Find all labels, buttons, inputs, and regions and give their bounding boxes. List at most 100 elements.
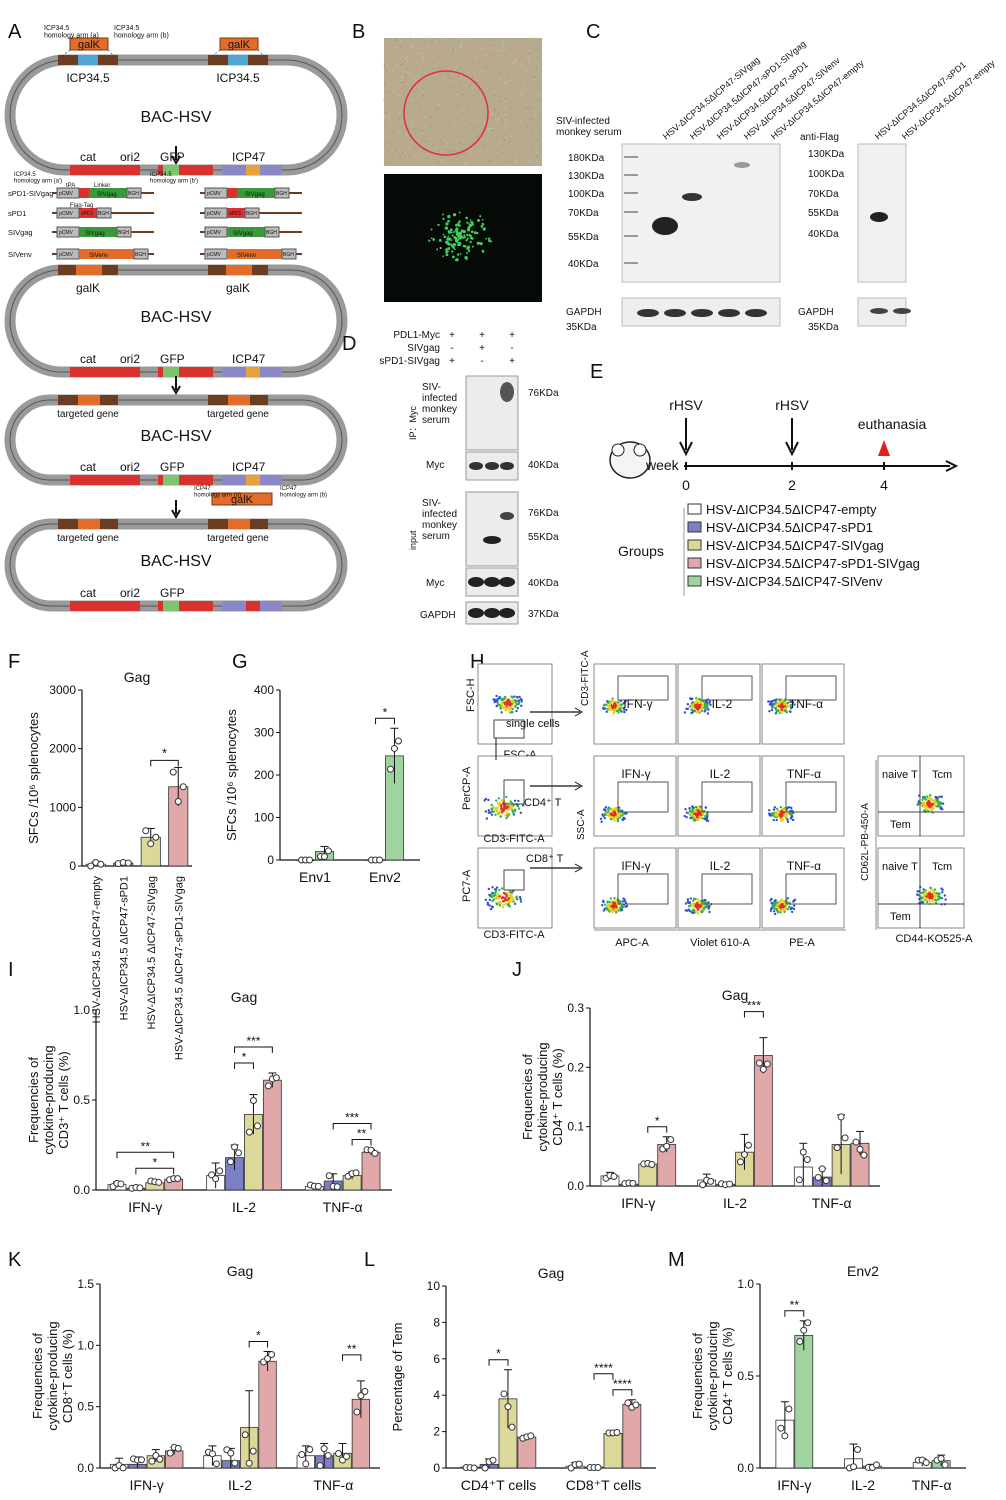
- panel-label: L: [364, 1249, 375, 1271]
- texture-dot: [503, 88, 506, 91]
- label-line: 0.5: [73, 1093, 90, 1107]
- category-label: IFN-γ: [130, 1477, 164, 1493]
- cytokine-label: TNF-α: [789, 697, 823, 711]
- event-dot: [775, 814, 778, 818]
- condition-value: +: [449, 356, 455, 367]
- data-point: [179, 783, 187, 791]
- texture-dot: [407, 147, 410, 150]
- event-dot: [604, 809, 607, 813]
- cytokine-gate: [785, 675, 837, 701]
- texture-dot: [402, 152, 404, 154]
- label-line: BGH: [266, 230, 277, 236]
- texture-dot: [525, 50, 528, 53]
- texture-dot: [432, 143, 435, 145]
- cat-gene: [70, 165, 140, 175]
- ytick-label: 0: [267, 853, 274, 867]
- texture-dot: [419, 109, 421, 112]
- significance-bracket: [150, 759, 179, 767]
- data-point: [594, 1464, 602, 1472]
- texture-dot: [387, 115, 390, 117]
- label: BGH: [128, 191, 139, 197]
- event-dot: [688, 809, 692, 813]
- label: targeted gene: [57, 533, 119, 544]
- event-dot: [928, 807, 931, 810]
- label-line: pCMV: [207, 252, 222, 258]
- texture-dot: [391, 149, 394, 152]
- label-line: IL-2: [712, 697, 733, 711]
- label-line: pCMV: [59, 211, 74, 217]
- texture-dot: [486, 54, 488, 57]
- event-dot: [698, 697, 701, 701]
- event-dot: [940, 795, 944, 798]
- texture-dot: [398, 130, 401, 133]
- event-dot: [606, 905, 610, 908]
- event-dot: [506, 811, 509, 815]
- ladder-band: [624, 211, 638, 213]
- event-dot: [790, 806, 793, 810]
- event-dot: [698, 710, 702, 713]
- texture-dot: [532, 139, 535, 142]
- label: Myc: [426, 460, 444, 471]
- label-line: sPD1: [8, 209, 26, 218]
- texture-dot: [412, 44, 415, 47]
- data-point: [759, 1065, 767, 1073]
- event-dot: [609, 817, 613, 821]
- label-line: 2: [433, 1425, 440, 1439]
- homology-line: [257, 49, 267, 59]
- gate-arrow-head: [574, 863, 584, 873]
- event-dot: [935, 805, 938, 808]
- label-line: 300: [254, 726, 274, 740]
- texture-dot: [458, 142, 461, 144]
- icp345-core: [228, 55, 248, 65]
- event-dot: [695, 707, 699, 710]
- event-dot: [519, 811, 523, 814]
- label-line: SIVgag: [85, 231, 105, 237]
- texture-dot: [386, 70, 388, 72]
- label-line: G: [232, 651, 248, 673]
- event-dot: [708, 701, 711, 704]
- event-dot: [925, 805, 928, 808]
- gfp-dot: [481, 249, 485, 253]
- label-line: Gag: [231, 989, 257, 1005]
- texture-dot: [521, 64, 523, 67]
- label-line: 180KDa: [568, 153, 605, 164]
- label-line: TNF-α: [323, 1199, 363, 1215]
- label-line: 55KDa: [528, 532, 559, 543]
- ytick-label: 4: [433, 1388, 440, 1402]
- label-line: PerCP-A: [461, 766, 473, 810]
- label-line: HSV-ΔICP34.5ΔICP47-SIVgag: [661, 55, 762, 142]
- event-dot: [927, 800, 931, 804]
- event-dot: [930, 807, 934, 810]
- event-dot: [923, 797, 926, 800]
- event-dot: [502, 891, 506, 895]
- event-dot: [775, 708, 778, 711]
- condition-value: +: [509, 330, 515, 341]
- event-dot: [783, 908, 787, 911]
- texture-dot: [452, 46, 455, 49]
- label: naive T: [882, 861, 918, 873]
- event-dot: [511, 710, 514, 714]
- data-point: [264, 1355, 272, 1363]
- texture-dot: [482, 84, 485, 87]
- texture-dot: [457, 74, 460, 77]
- label-line: BGH: [276, 191, 287, 197]
- event-dot: [505, 795, 508, 799]
- texture-dot: [499, 71, 502, 73]
- event-dot: [931, 897, 934, 900]
- texture-dot: [461, 93, 464, 96]
- event-dot: [921, 801, 925, 805]
- label-line: 0: [433, 1461, 440, 1475]
- label-line: I: [8, 959, 14, 981]
- gfp-dot: [469, 240, 472, 243]
- label-line: SIV-: [422, 498, 441, 509]
- label-line: CD3-FITC-A: [483, 833, 545, 845]
- label-line: 0.0: [567, 1179, 584, 1193]
- event-dot: [938, 795, 941, 798]
- event-dot: [771, 705, 774, 709]
- gfp-dot: [444, 226, 449, 230]
- group-swatch: [687, 575, 702, 587]
- event-dot: [498, 801, 502, 804]
- event-dot: [492, 806, 495, 810]
- spd1-box: [79, 208, 97, 218]
- band: [500, 382, 514, 402]
